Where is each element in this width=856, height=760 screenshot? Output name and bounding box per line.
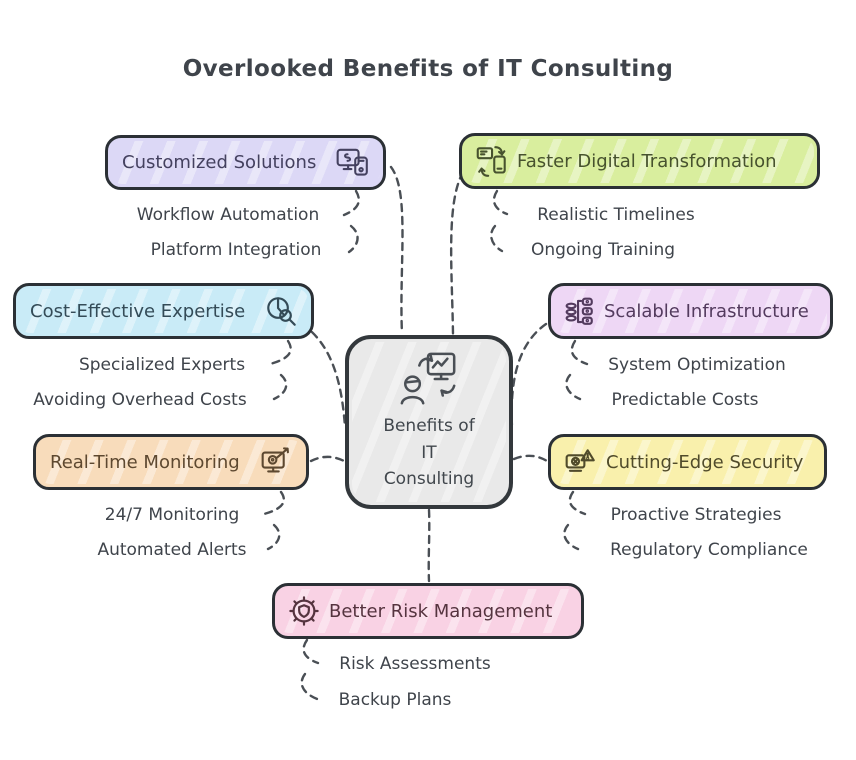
node-customized-solutions: Customized Solutions bbox=[105, 135, 386, 190]
connector-faster-to-center bbox=[449, 170, 465, 336]
node-label: Scalable Infrastructure bbox=[604, 300, 809, 322]
sub-item: Risk Assessments bbox=[339, 654, 491, 674]
sub-item: Avoiding Overhead Costs bbox=[33, 390, 247, 410]
connector-scalable-child-1 bbox=[570, 339, 589, 366]
pie-chart-magnifier-icon bbox=[266, 296, 297, 327]
connector-customized-to-center bbox=[389, 165, 404, 336]
sub-item: Regulatory Compliance bbox=[610, 540, 808, 560]
sub-item: Realistic Timelines bbox=[537, 205, 695, 225]
node-cost-effective-expertise: Cost-Effective Expertise bbox=[13, 283, 314, 339]
sub-item: Predictable Costs bbox=[611, 390, 759, 410]
sub-item: Platform Integration bbox=[150, 240, 322, 260]
sub-item: Proactive Strategies bbox=[610, 505, 782, 525]
sub-item: 24/7 Monitoring bbox=[104, 505, 240, 525]
node-label: Cutting-Edge Security bbox=[606, 451, 804, 473]
connector-security-child-1 bbox=[568, 490, 587, 516]
page-title: Overlooked Benefits of IT Consulting bbox=[182, 56, 674, 82]
sub-item: System Optimization bbox=[608, 355, 786, 375]
center-label-line: Consulting bbox=[383, 469, 475, 490]
person-sync-monitor-icon bbox=[400, 352, 456, 405]
connector-customized-child-1 bbox=[342, 189, 360, 217]
node-real-time-monitoring: Real-Time Monitoring bbox=[33, 434, 309, 490]
connector-scalable-child-2 bbox=[565, 373, 582, 401]
sub-item: Specialized Experts bbox=[78, 355, 246, 375]
center-label-line: Benefits of bbox=[383, 416, 475, 437]
sub-item: Automated Alerts bbox=[97, 540, 247, 560]
sub-item: Ongoing Training bbox=[530, 240, 676, 260]
connector-costeffective-child-2 bbox=[272, 373, 288, 401]
node-scalable-infrastructure: Scalable Infrastructure bbox=[548, 283, 833, 339]
digital-devices-arrows-icon bbox=[476, 145, 507, 178]
connector-costeffective-child-1 bbox=[268, 339, 292, 366]
connector-customized-child-2 bbox=[347, 224, 359, 254]
node-cutting-edge-security: Cutting-Edge Security bbox=[548, 434, 827, 490]
center-node-benefits-of-it-consulting: Benefits of IT Consulting bbox=[345, 335, 513, 509]
node-faster-digital-transformation: Faster Digital Transformation bbox=[459, 133, 820, 189]
node-better-risk-management: Better Risk Management bbox=[272, 583, 584, 639]
connector-realtime-to-center bbox=[309, 455, 346, 463]
connector-faster-child-1 bbox=[492, 189, 509, 216]
database-stack-icon bbox=[565, 297, 594, 326]
connector-security-to-center bbox=[512, 454, 549, 463]
node-label: Faster Digital Transformation bbox=[517, 150, 777, 172]
connector-risk-child-2 bbox=[300, 672, 322, 702]
monitor-target-icon bbox=[261, 447, 292, 477]
security-camera-alert-icon bbox=[565, 448, 596, 477]
node-label: Customized Solutions bbox=[122, 152, 317, 173]
connector-costeffective-to-center bbox=[300, 322, 347, 429]
connector-realtime-child-1 bbox=[262, 490, 286, 516]
node-label: Better Risk Management bbox=[329, 600, 553, 622]
connector-faster-child-2 bbox=[490, 224, 504, 253]
shield-gear-icon bbox=[289, 596, 319, 626]
center-label-line: IT bbox=[421, 442, 437, 463]
devices-sync-icon bbox=[336, 148, 369, 177]
connector-center-to-risk bbox=[427, 508, 431, 583]
connector-scalable-to-center bbox=[510, 322, 548, 429]
node-label: Cost-Effective Expertise bbox=[30, 300, 246, 322]
connector-security-child-2 bbox=[563, 523, 580, 551]
sub-item: Backup Plans bbox=[338, 690, 452, 710]
connector-realtime-child-2 bbox=[266, 523, 281, 551]
sub-item: Workflow Automation bbox=[136, 205, 320, 225]
connector-risk-child-1 bbox=[302, 638, 320, 665]
node-label: Real-Time Monitoring bbox=[50, 451, 240, 473]
